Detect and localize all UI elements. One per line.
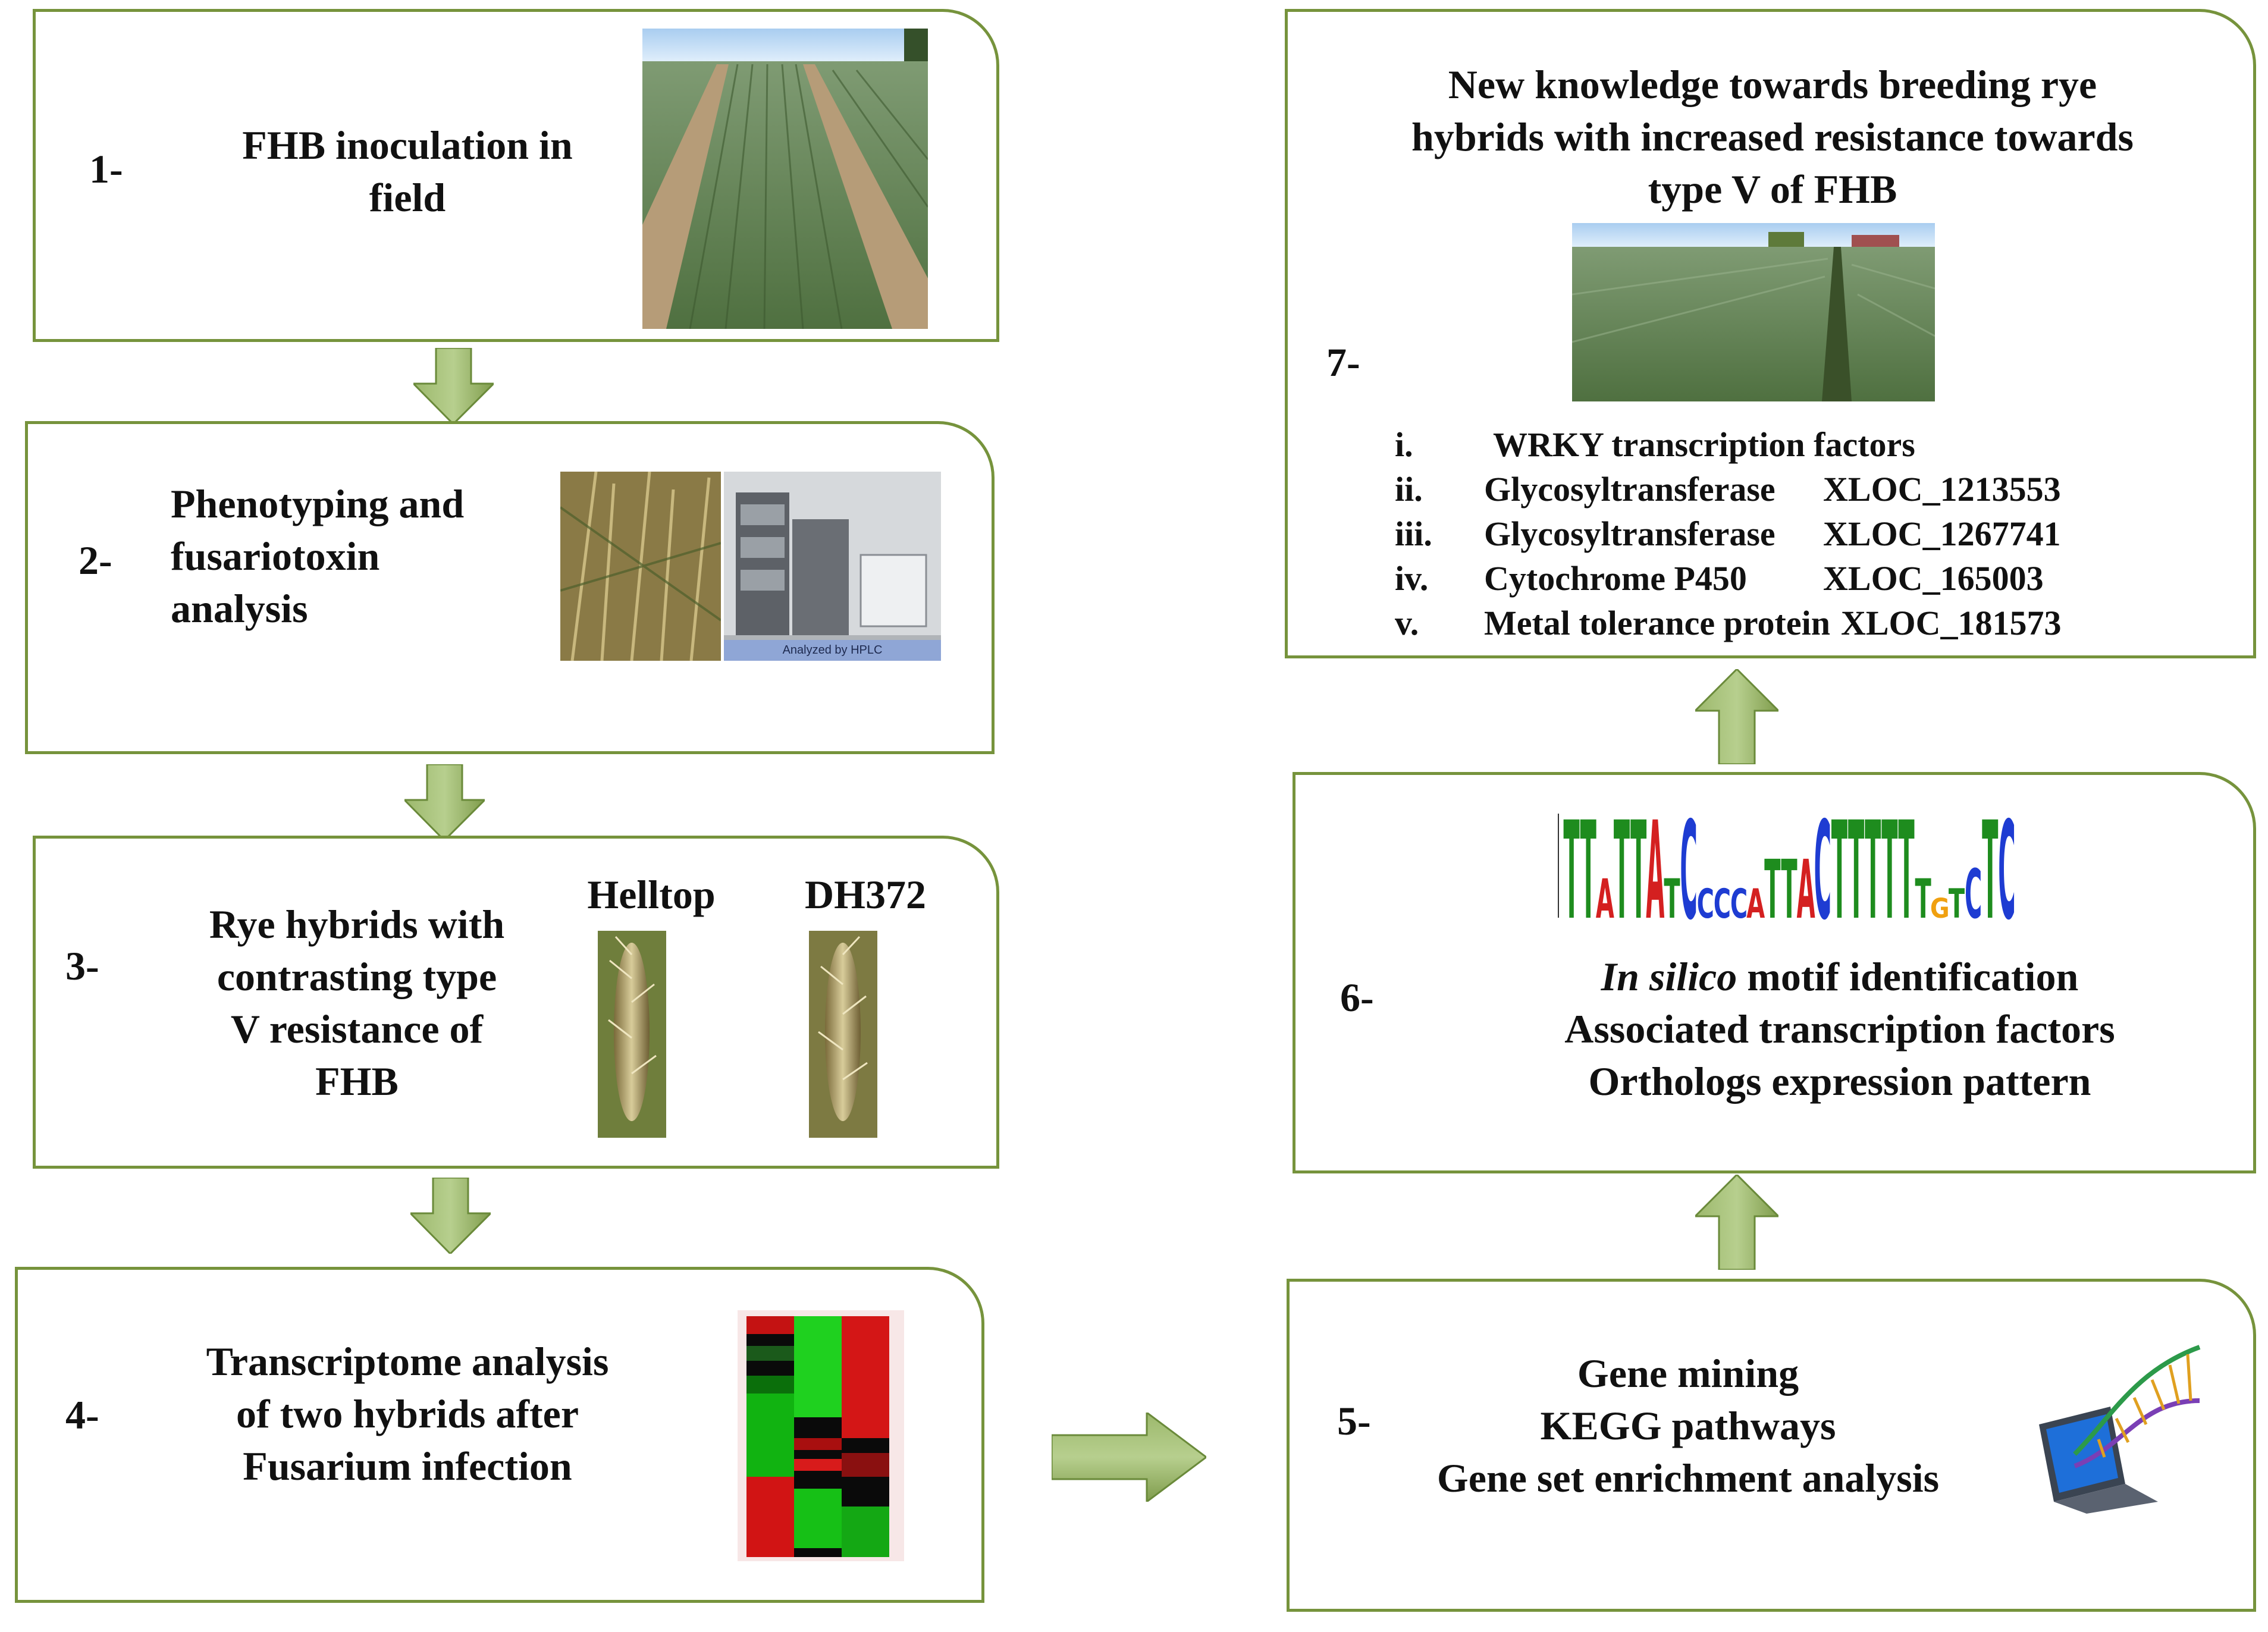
motif-letter: T	[1563, 808, 1579, 927]
laptop-dna-icon	[2021, 1335, 2211, 1514]
motif-letter: C	[1680, 808, 1697, 927]
arrow-up-5-6	[1695, 1175, 1778, 1270]
arrow-down-2-3	[404, 764, 485, 840]
field-photo	[642, 29, 928, 329]
motif-letter: A	[1746, 881, 1765, 927]
hybrid-label-helltop: Helltop	[587, 872, 716, 917]
motif-letter: T	[1614, 808, 1630, 927]
step-1-number: 1-	[89, 146, 123, 192]
step-3-box: 3- Rye hybrids with contrasting type V r…	[33, 836, 999, 1169]
step-4-box: 4- Transcriptome analysis of two hybrids…	[15, 1267, 984, 1603]
arrow-up-6-7	[1695, 669, 1778, 764]
motif-letter: A	[1596, 868, 1614, 927]
candidate-gene-list: i. WRKY transcription factors ii. Glycos…	[1395, 422, 2228, 645]
motif-letter: T	[1982, 808, 1998, 927]
step-2-text: Phenotyping and fusariotoxin analysis	[171, 481, 465, 631]
arrow-right-4-5	[1052, 1413, 1206, 1502]
step-3-text: Rye hybrids with contrasting type V resi…	[209, 902, 505, 1104]
step-7-number: 7-	[1326, 340, 1360, 385]
dh372-spike-photo	[809, 931, 877, 1138]
step-6-text: In silico motif identification Associate…	[1564, 954, 2115, 1104]
motif-letter: G	[1930, 893, 1950, 925]
motif-letter: T	[1915, 868, 1931, 927]
helltop-spike-photo	[598, 931, 666, 1138]
phenotyping-photo	[560, 472, 721, 661]
list-item: ii. Glycosyltransferase XLOC_1213553	[1395, 470, 2061, 509]
step-1-text: FHB inoculation in field	[242, 123, 573, 220]
rye-field-photo	[1572, 223, 1935, 401]
arrow-down-1-2	[413, 348, 494, 424]
in-silico-italic: In silico	[1601, 954, 1737, 999]
step-7-title: New knowledge towards breeding rye hybri…	[1411, 62, 2134, 212]
step-5-text: Gene mining KEGG pathways Gene set enric…	[1436, 1351, 1940, 1501]
step-5-box: 5- Gene mining KEGG pathways Gene set en…	[1287, 1279, 2256, 1612]
motif-letter: C	[1965, 856, 1982, 927]
list-item: i. WRKY transcription factors	[1395, 425, 1915, 464]
motif-letter: T	[1949, 881, 1965, 927]
step-6-number: 6-	[1340, 975, 1374, 1020]
motif-letter: T	[1898, 808, 1914, 927]
motif-letter: T	[1881, 808, 1897, 927]
arrow-down-3-4	[410, 1178, 491, 1254]
motif-letter: T	[1764, 843, 1780, 927]
hybrid-label-dh372: DH372	[805, 872, 926, 917]
step-3-number: 3-	[65, 943, 99, 988]
heatmap-image	[738, 1310, 904, 1561]
motif-letter: T	[1831, 808, 1847, 927]
motif-letter: T	[1664, 868, 1680, 927]
motif-letter: A	[1646, 808, 1664, 927]
hplc-photo: Analyzed by HPLC	[724, 472, 941, 661]
motif-letter: C	[1814, 808, 1831, 927]
step-7-box: New knowledge towards breeding rye hybri…	[1285, 9, 2256, 658]
step-4-text: Transcriptome analysis of two hybrids af…	[206, 1339, 609, 1489]
motif-letter: C	[1714, 881, 1731, 927]
motif-letter: A	[1797, 843, 1815, 927]
motif-letter: T	[1580, 808, 1596, 927]
step-4-number: 4-	[65, 1392, 99, 1438]
motif-letter: T	[1848, 808, 1864, 927]
motif-letter: C	[1730, 881, 1748, 927]
list-item: iii. Glycosyltransferase XLOC_1267741	[1395, 514, 2061, 553]
step-5-number: 5-	[1337, 1398, 1371, 1443]
motif-letter: T	[1781, 843, 1797, 927]
hplc-caption: Analyzed by HPLC	[782, 644, 883, 657]
list-item: v. Metal tolerance protein XLOC_181573	[1395, 604, 2062, 642]
motif-letter: C	[1998, 808, 2015, 927]
step-2-box: 2- Phenotyping and fusariotoxin analysis	[25, 421, 995, 754]
step-1-box: 1- FHB inoculation in field	[33, 9, 999, 342]
step-2-number: 2-	[79, 538, 112, 583]
motif-letter: T	[1630, 808, 1646, 927]
motif-letter: C	[1697, 881, 1714, 927]
motif-letter: T	[1865, 808, 1881, 927]
list-item: iv. Cytochrome P450 XLOC_165003	[1395, 559, 2044, 598]
